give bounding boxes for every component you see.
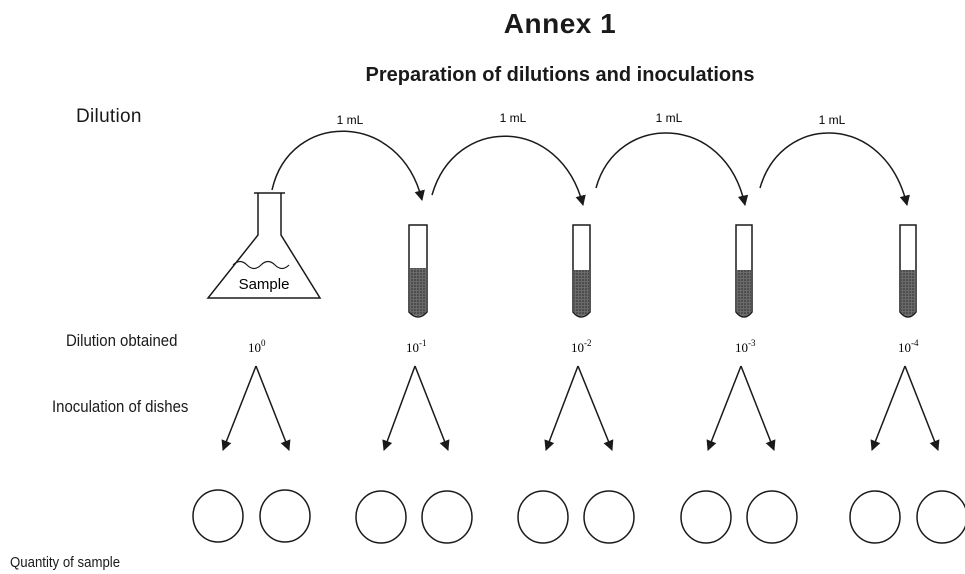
transfer-label: 1 mL: [500, 111, 527, 125]
inoculation-arrow: [904, 365, 940, 451]
inoculation-arrow: [255, 365, 291, 451]
inoculation-arrow: [706, 365, 742, 451]
transfer-label: 1 mL: [819, 113, 846, 127]
test-tube: [408, 224, 428, 318]
petri-dish: [192, 489, 244, 543]
petri-dish: [680, 490, 732, 544]
inoculation-arrow: [382, 365, 416, 451]
transfer-label: 1 mL: [337, 113, 364, 127]
petri-dish: [259, 489, 311, 543]
page-subtitle: Preparation of dilutions and inoculation…: [365, 64, 755, 86]
dilution-obtained-label: Dilution obtained: [66, 331, 178, 350]
transfer-label: 1 mL: [656, 111, 683, 125]
page-title: Annex 1: [503, 8, 617, 39]
transfer-arc: [759, 132, 910, 207]
transfer-arc: [595, 132, 749, 207]
dilution-value: 10-3: [735, 338, 756, 355]
transfer-arc: [431, 135, 586, 207]
petri-dish: [916, 490, 965, 544]
inoculation-arrow: [414, 365, 450, 451]
quantity-label: Quantity of sample: [10, 554, 121, 571]
sample-flask: [206, 192, 322, 299]
dilution-row-label: Dilution: [76, 106, 142, 127]
petri-dish: [583, 490, 635, 544]
test-tube: [899, 224, 917, 318]
inoculation-arrow: [740, 365, 776, 451]
inoculation-label: Inoculation of dishes: [52, 397, 189, 416]
dilution-value: 10-4: [898, 338, 919, 355]
inoculation-arrow: [221, 365, 257, 451]
inoculation-arrow: [577, 365, 614, 451]
petri-dish: [355, 490, 407, 544]
inoculation-arrow: [544, 365, 579, 451]
dilution-value: 100: [248, 338, 266, 355]
test-tube: [735, 224, 753, 318]
inoculation-arrow: [870, 365, 906, 451]
petri-dish: [849, 490, 901, 544]
test-tube: [572, 224, 591, 318]
petri-dish: [517, 490, 569, 544]
transfer-arc: [271, 130, 425, 202]
sample-label: Sample: [239, 276, 290, 293]
dilution-value: 10-2: [571, 338, 592, 355]
petri-dish: [421, 490, 473, 544]
dilution-value: 10-1: [406, 338, 427, 355]
petri-dish: [746, 490, 798, 544]
